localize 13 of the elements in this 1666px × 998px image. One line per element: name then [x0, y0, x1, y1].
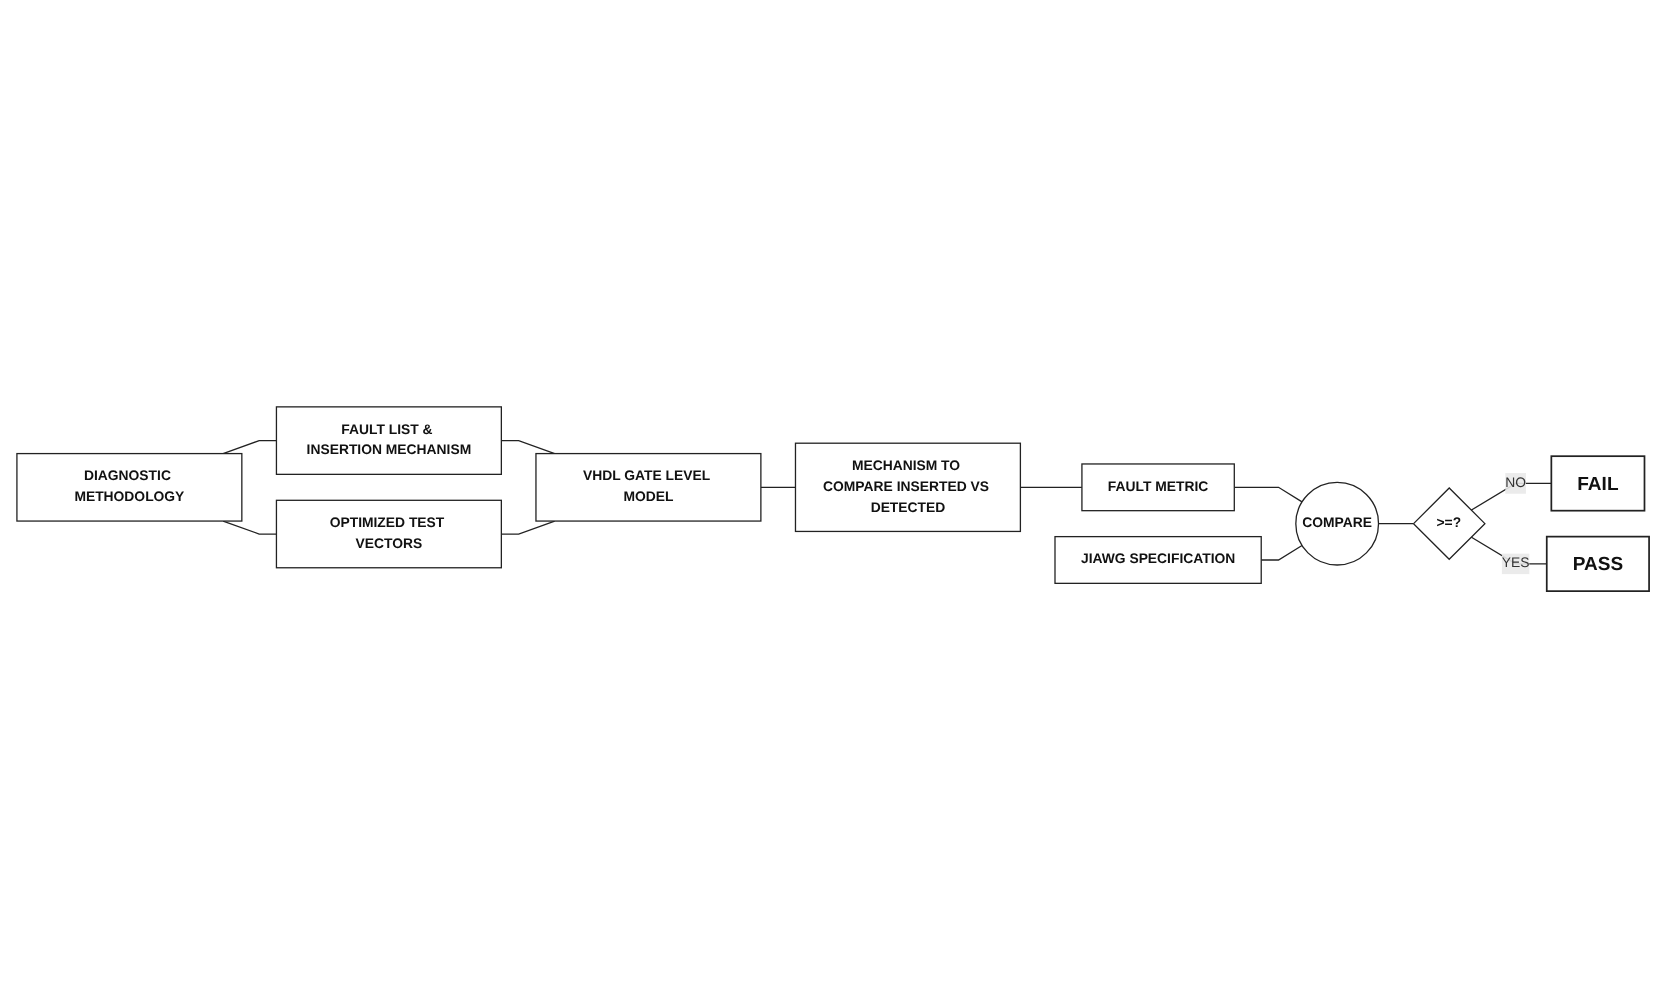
connector: [1260, 544, 1303, 561]
node-box: FAIL: [1550, 455, 1646, 512]
node-box: PASS: [1545, 535, 1650, 592]
connector: [1377, 523, 1414, 525]
connector: [1470, 482, 1552, 511]
connector: [500, 439, 556, 455]
connector: [500, 520, 556, 535]
connector: [760, 486, 797, 488]
connector: [1470, 536, 1548, 565]
connector: [1019, 486, 1083, 488]
connector: [1233, 486, 1303, 503]
connector: [222, 439, 278, 455]
connector: [222, 520, 278, 535]
